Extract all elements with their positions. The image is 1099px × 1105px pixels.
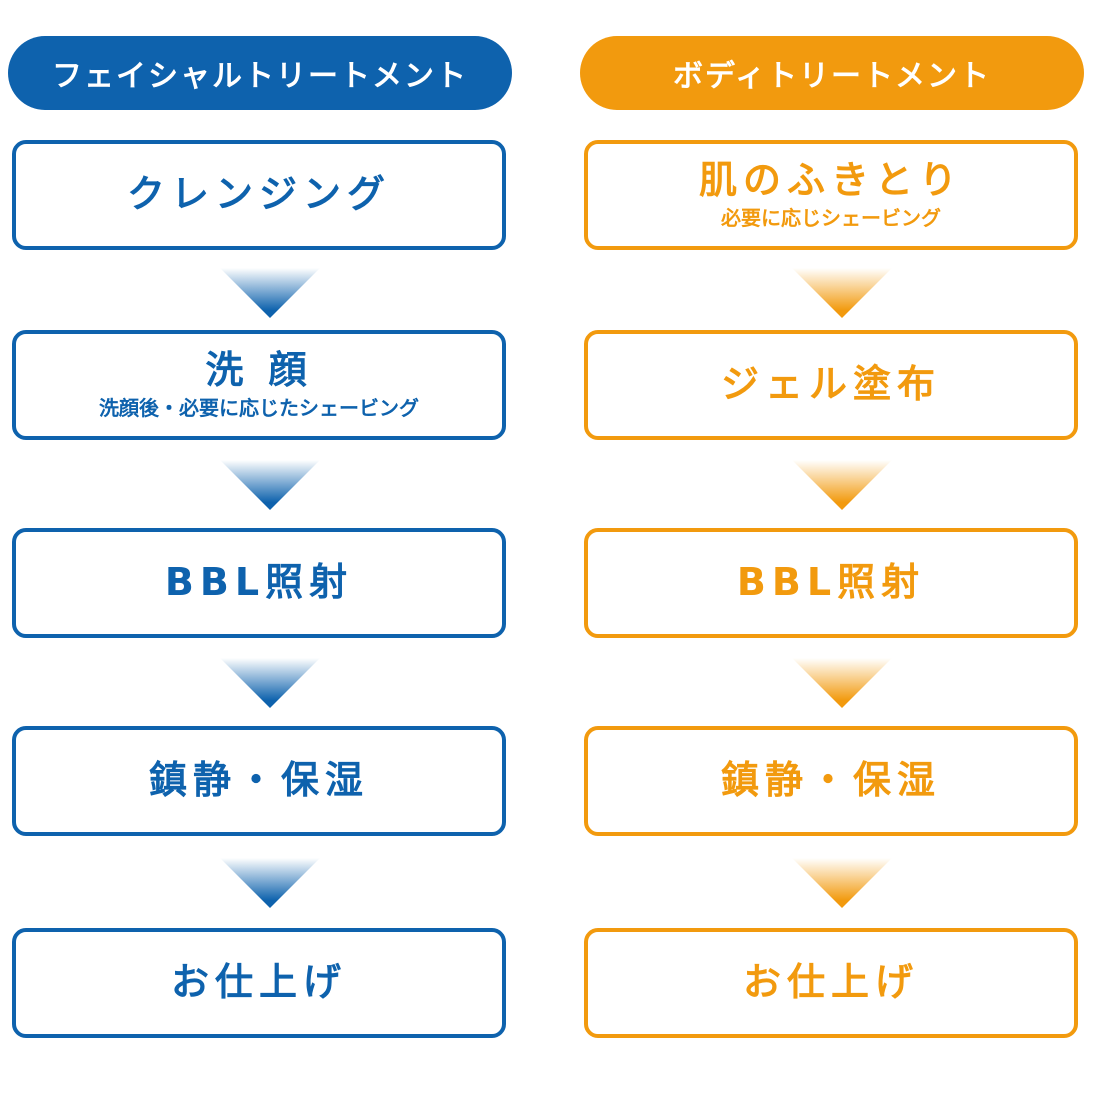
down-arrow-icon	[220, 460, 320, 510]
facial-treatment-column: フェイシャルトリートメント クレンジング 洗 顔 洗顔後・必要に応じたシェービン…	[8, 0, 512, 1105]
down-arrow-icon	[220, 268, 320, 318]
facial-step-2-label: 洗 顔	[205, 348, 313, 393]
down-arrow-icon	[220, 658, 320, 708]
facial-step-finish: お仕上げ	[12, 928, 506, 1038]
body-step-3-label: BBL照射	[736, 560, 926, 605]
body-step-1-note: 必要に応じシェービング	[721, 205, 941, 230]
body-step-5-label: お仕上げ	[742, 960, 919, 1005]
body-step-1-label: 肌のふきとり	[698, 158, 963, 203]
body-step-finish: お仕上げ	[584, 928, 1078, 1038]
facial-step-1-label: クレンジング	[126, 172, 391, 217]
body-step-bbl: BBL照射	[584, 528, 1078, 638]
facial-step-2-note: 洗顔後・必要に応じたシェービング	[99, 395, 419, 420]
facial-treatment-header: フェイシャルトリートメント	[8, 36, 512, 110]
body-step-2-label: ジェル塗布	[720, 362, 941, 407]
down-arrow-icon	[792, 658, 892, 708]
facial-step-face-wash: 洗 顔 洗顔後・必要に応じたシェービング	[12, 330, 506, 440]
facial-step-4-label: 鎮静・保湿	[148, 758, 369, 803]
body-step-4-label: 鎮静・保湿	[720, 758, 941, 803]
body-step-wipe: 肌のふきとり 必要に応じシェービング	[584, 140, 1078, 250]
facial-step-5-label: お仕上げ	[170, 960, 347, 1005]
body-step-gel: ジェル塗布	[584, 330, 1078, 440]
facial-step-soothing: 鎮静・保湿	[12, 726, 506, 836]
body-treatment-header: ボディトリートメント	[580, 36, 1084, 110]
facial-step-3-label: BBL照射	[164, 560, 354, 605]
body-step-soothing: 鎮静・保湿	[584, 726, 1078, 836]
down-arrow-icon	[792, 268, 892, 318]
facial-step-bbl: BBL照射	[12, 528, 506, 638]
body-treatment-column: ボディトリートメント 肌のふきとり 必要に応じシェービング ジェル塗布 BBL照…	[580, 0, 1084, 1105]
facial-step-cleansing: クレンジング	[12, 140, 506, 250]
down-arrow-icon	[792, 460, 892, 510]
down-arrow-icon	[792, 858, 892, 908]
down-arrow-icon	[220, 858, 320, 908]
